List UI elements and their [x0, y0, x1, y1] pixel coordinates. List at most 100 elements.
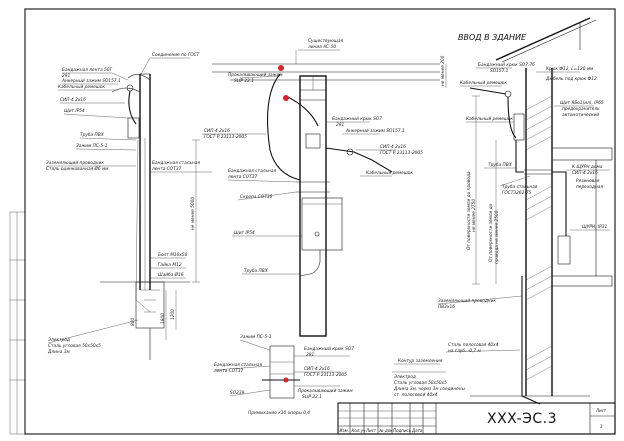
right-dim-top: не менее 200 [440, 55, 446, 86]
left-label-nut: Гайка М12 [158, 262, 182, 268]
right-label-electrode-3: Длина 3м, через 3м соединены [393, 386, 466, 392]
right-label-strap-2: Кабельный ремешок [466, 116, 513, 122]
right-label-wall-cable: К ЩУРН дома [572, 164, 603, 170]
left-label-ground-wire-2: Сталь оцинкованная Ø6 мм [46, 165, 109, 172]
right-label-electrode: Электрод [393, 374, 416, 380]
center-label-bracket: Анкерный зажим SO157.1 [345, 128, 405, 134]
right-label-wall-cable-3: Резиновая [576, 178, 600, 184]
right-label-strip-2: на глуб. -0,7 м [448, 348, 481, 354]
right-label-shield-2: предохранитель [562, 107, 600, 112]
right-dim-a: От поверхности земли до провода [466, 171, 472, 250]
sheet-label: Лист [595, 408, 607, 413]
right-label-strip: Сталь полосовая 40х4 [448, 342, 499, 348]
center-label-sip-right-2: ГОСТ Р 23113-2005 [380, 150, 423, 156]
right-label-anchor: Бандажный крюк SO7.76 [478, 62, 535, 68]
right-label-dowel: Дюбель под крюк Ф12 [545, 76, 597, 82]
feed-cable [325, 147, 393, 173]
center-shield [301, 197, 343, 251]
left-label-electrode-2: Сталь угловая 50х50х5 [48, 343, 101, 349]
left-label-band-steel-2: лента СОТ37 [151, 166, 181, 172]
wall-hatch [525, 95, 553, 381]
right-label-strap: Кабельный ремешок [460, 80, 507, 86]
center-pole-view: Существующая линия АС-50 Прокалывающий з… [202, 38, 440, 337]
center-label-band-2: лента СОТ37 [227, 174, 257, 180]
center-label-clip: Скрепа СОТ36 [240, 194, 273, 200]
right-label-shield-main: ЩУРН, IP31 [582, 224, 607, 230]
left-label-electrode-3: Длина 3м [47, 349, 70, 355]
center-pole [299, 75, 327, 337]
center-label-wire: Существующая [308, 38, 343, 44]
pierce-clamp-marker-2 [283, 95, 289, 101]
right-label-wall-cable-4: переходная [576, 185, 603, 190]
left-dim-c: 800 [130, 318, 136, 326]
left-label-pipe: Труба ПВХ [80, 132, 105, 138]
right-label-pipe-steel-2: ГОСТ3262-75 [502, 190, 532, 196]
center-label-pierce: Прокалывающий зажим [228, 72, 283, 78]
right-dim-a-2: не менее 2750 [471, 199, 477, 232]
left-dim-b: 1200 [170, 309, 176, 320]
center-label-strap: Кабельный ремешок [366, 170, 413, 176]
stamp-col-6: Дата [411, 428, 423, 433]
right-label-wall-cable-2: СИП-4 2х16 [572, 170, 598, 176]
right-dim-b-2: провода не менее 2500 [494, 210, 500, 264]
center-label-anchor: Бандажный крюк SO7 [332, 116, 382, 122]
stamp-col-1: Изм. [340, 428, 349, 433]
sheet-number: 3 [600, 424, 603, 429]
left-pole-view: не менее 5000 1800 1200 800 Соединение п… [46, 52, 212, 360]
center-label-anchor-2: 291 [336, 122, 344, 128]
detail-label-band-2: лента СОТ37 [213, 368, 243, 374]
detail-label-anchor-2: 291 [306, 352, 314, 358]
right-title: ВВОД В ЗДАНИЕ [458, 33, 527, 42]
center-label-pierce-2: SLIP 22.1 [234, 78, 254, 84]
right-label-ground-wire: Заземляющий проводник [438, 298, 496, 304]
left-label-electrode: Электрод [47, 337, 70, 343]
right-main-shield [557, 235, 571, 265]
right-label-electrode-4: ст. полосовой 40х4 [394, 392, 438, 398]
left-label-anchor-clamp: Бандажная лента 50Т [62, 67, 112, 73]
drawing-code: XXX-ЭС.3 [487, 411, 557, 427]
right-label-pipe-steel: Труба стальная [502, 184, 538, 190]
right-label-hook: Крюк Ф12, L=120 мм [546, 66, 594, 72]
center-label-band: Бандажная стальная [228, 168, 276, 174]
left-label-cable-strap: Кабельный ремешок [58, 84, 105, 90]
detail-label-sip-2: ГОСТ Р 23113-2005 [304, 372, 347, 378]
right-label-shield-3: автоматический [562, 112, 599, 118]
detail-label-pierce: Прокалывающий зажим [298, 388, 353, 394]
detail-label-sip: СИП-4 2х16 [304, 366, 330, 372]
right-label-anchor-2: SO157.1 [490, 68, 509, 74]
left-label-sip: СИП-4 2х16 [60, 97, 86, 103]
detail-label-code: SO239 [230, 390, 245, 396]
right-label-pipe: Труба ПВХ [488, 162, 513, 168]
left-label-anchor-clamp-2: 291 [62, 73, 70, 79]
stamp-col-4: № док. [379, 428, 394, 433]
drop-cable [267, 73, 301, 181]
title-block: Изм. Кол.уч Лист № док. Подпись Дата XXX… [337, 402, 616, 435]
center-label-shield: Щит IP54 [234, 230, 255, 236]
detail-caption: Примыкание к10 опоры 0,4 [248, 410, 310, 416]
left-label-connection: Соединение по ГОСТ [152, 52, 200, 58]
pierce-clamp-marker-1 [278, 65, 284, 71]
left-label-ground-wire: Заземляющий проводник [46, 160, 104, 166]
left-label-band-steel: Бандажная стальная [152, 160, 200, 166]
right-building-view: ВВОД В ЗДАНИЕ [392, 17, 613, 405]
right-label-shield: Щит ЯБо1(ил), IP65 [560, 100, 604, 106]
left-label-washer: Шайба Ø16 [158, 271, 184, 278]
right-dim-b: От поверхности земли до [488, 203, 494, 262]
side-stamp [9, 211, 26, 435]
left-shield [127, 117, 140, 139]
stamp-col-3: Лист [365, 428, 377, 433]
left-dim-main: не менее 5000 [190, 197, 196, 230]
left-label-bolt: Болт М10х50 [158, 252, 188, 258]
detail-label-clamp: Зажим ПС-5-1 [240, 334, 272, 340]
detail-label-band: Бандажная стальная [214, 362, 262, 368]
right-label-contour: Контур заземления [398, 358, 443, 364]
detail-marker [283, 377, 289, 383]
center-label-sip-right: СИП-4 2х16 [380, 144, 406, 150]
right-shield [513, 113, 525, 141]
center-label-pipe: Труба ПВХ [244, 268, 269, 274]
left-label-shield: Щит IP54 [64, 108, 85, 114]
detail-label-pierce-2: SLIP 22.1 [302, 394, 322, 400]
right-label-ground-wire-2: ПВ3х16 [438, 304, 455, 310]
